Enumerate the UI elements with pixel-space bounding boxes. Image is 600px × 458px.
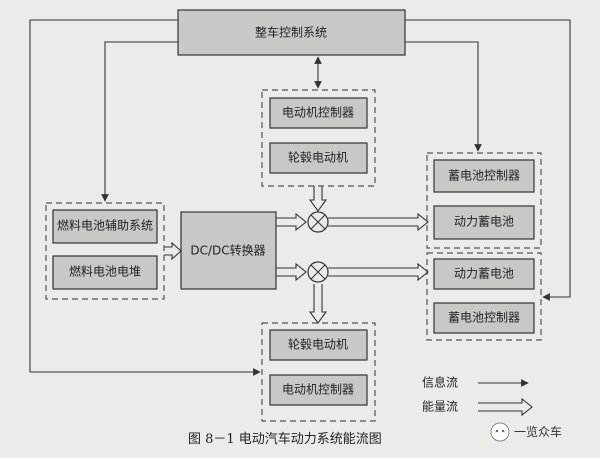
figure-caption: 图 8－1 电动汽车动力系统能流图 [188, 431, 382, 447]
energy-arrows [164, 186, 429, 324]
battery-controller-top-label: 蓄电池控制器 [448, 169, 520, 183]
energy-arrow-top-motor-node [308, 186, 328, 212]
power-battery-top-label: 动力蓄电池 [454, 215, 514, 229]
bottom-motor-controller-box [269, 374, 368, 406]
wechat-logo-icon [490, 422, 510, 442]
bottom-motor-group [261, 322, 376, 422]
power-battery-bottom-box [433, 258, 535, 290]
info-lines [29, 19, 571, 376]
fc-stack-label: 燃料电池电堆 [69, 264, 141, 279]
top-mixing-node [307, 211, 329, 233]
vehicle-control-label: 整车控制系统 [255, 25, 327, 40]
dcdc-label: DC/DC转换器 [190, 243, 265, 258]
watermark: 一览众车 [490, 422, 562, 442]
bottom-hub-motor-label: 轮毂电动机 [288, 338, 348, 352]
top-hub-motor-label: 轮毂电动机 [288, 151, 348, 165]
power-battery-top-box [433, 205, 535, 240]
legend-energy-arrow [478, 397, 533, 417]
watermark-text: 一览众车 [514, 424, 562, 439]
battery-controller-bottom-box [433, 302, 535, 334]
fc-stack-box [52, 255, 158, 290]
top-battery-group [426, 152, 542, 249]
battery-controller-bottom-label: 蓄电池控制器 [448, 311, 520, 325]
power-battery-bottom-label: 动力蓄电池 [454, 267, 514, 281]
fc-aux-system-label: 燃料电池辅助系统 [57, 218, 153, 233]
energy-arrow-fuelcell-dcdc [164, 241, 182, 261]
fc-aux-system-box [52, 209, 158, 244]
energy-arrow-dcdc-bottom-node [276, 262, 307, 282]
bottom-hub-motor-box [269, 329, 368, 361]
energy-arrow-dcdc-top-node [276, 212, 307, 232]
battery-controller-top-box [433, 159, 535, 193]
legend-info-label: 信息流 [422, 375, 458, 390]
vehicle-control-box [177, 9, 406, 56]
top-motor-controller-box [269, 97, 368, 129]
energy-arrow-bottom-node-battery [328, 262, 429, 282]
energy-arrow-top-node-battery [328, 212, 429, 232]
energy-arrow-bottom-node-motor [308, 284, 328, 324]
top-motor-group [261, 89, 376, 187]
top-motor-controller-label: 电动机控制器 [282, 106, 354, 120]
top-hub-motor-box [269, 142, 368, 174]
bottom-motor-controller-label: 电动机控制器 [282, 383, 354, 397]
legend-energy-label: 能量流 [422, 400, 458, 414]
fuel-cell-group [45, 202, 165, 300]
bottom-mixing-node [307, 261, 329, 283]
